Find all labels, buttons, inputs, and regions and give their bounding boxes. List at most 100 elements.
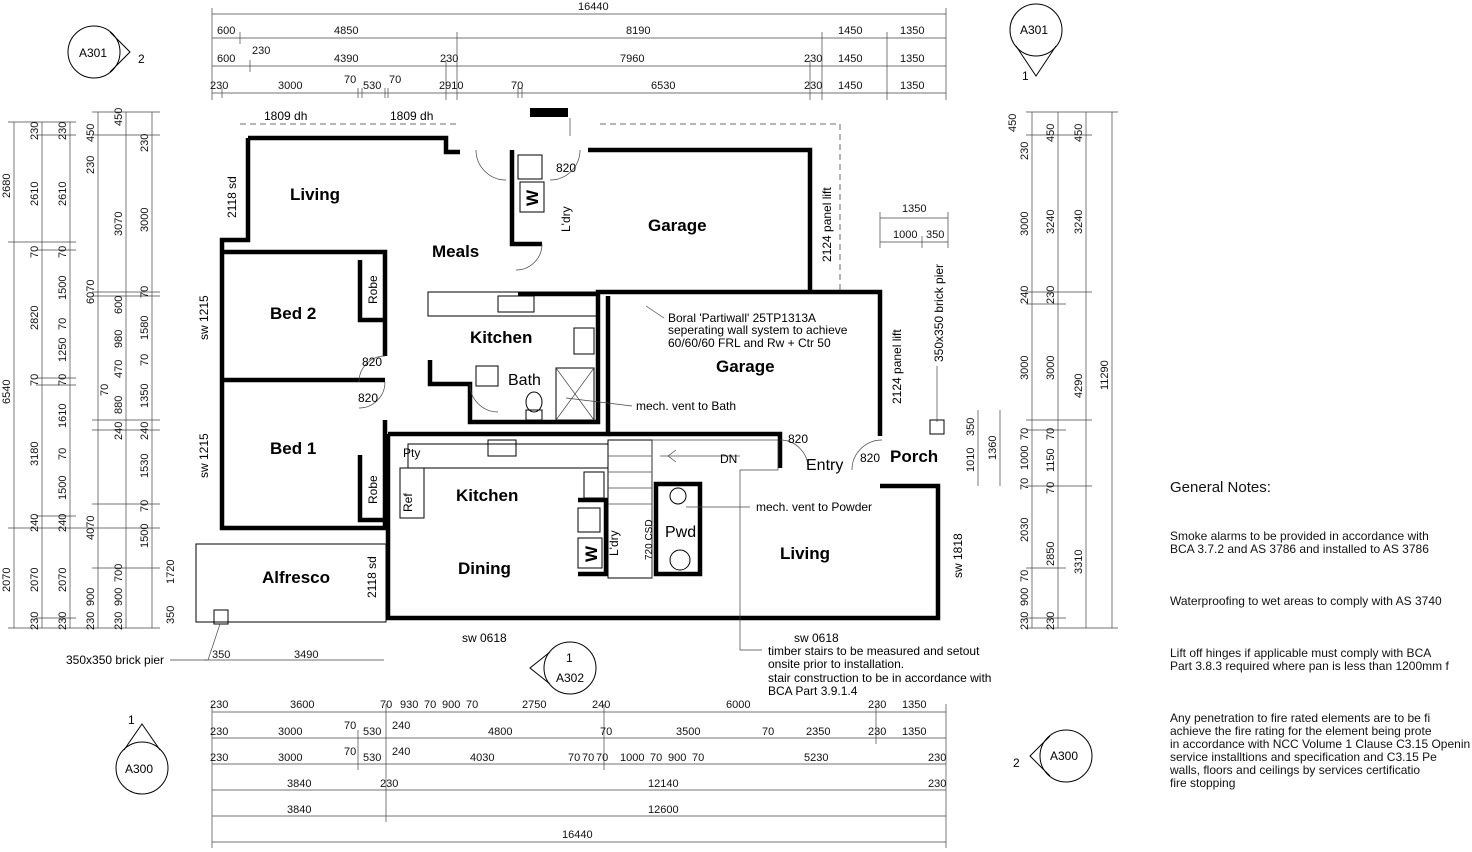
svg-text:mech. vent to Powder: mech. vent to Powder — [756, 500, 872, 514]
svg-text:1000: 1000 — [1019, 446, 1031, 470]
svg-text:onsite prior to installation.: onsite prior to installation. — [768, 657, 904, 671]
svg-text:1500: 1500 — [57, 476, 69, 500]
notes-title: General Notes: — [1170, 479, 1271, 496]
svg-text:240: 240 — [392, 720, 410, 732]
dim-top: 8190 — [626, 25, 650, 37]
svg-text:1000: 1000 — [620, 752, 644, 764]
svg-text:4800: 4800 — [488, 726, 512, 738]
dim-top: 230 — [440, 53, 458, 65]
svg-text:BCA Part 3.9.1.4: BCA Part 3.9.1.4 — [768, 684, 858, 698]
svg-text:70: 70 — [1019, 428, 1031, 440]
svg-text:350: 350 — [926, 229, 944, 241]
svg-text:240: 240 — [1019, 286, 1031, 304]
dim-top: 4390 — [334, 53, 358, 65]
svg-text:1610: 1610 — [57, 404, 69, 428]
dim-top: 230 — [804, 80, 822, 92]
svg-text:3240: 3240 — [1073, 210, 1085, 234]
dim-top: 4850 — [334, 25, 358, 37]
svg-text:3000: 3000 — [139, 208, 151, 232]
svg-text:A302: A302 — [556, 671, 584, 685]
svg-text:1350: 1350 — [139, 384, 151, 408]
svg-text:350: 350 — [965, 418, 977, 436]
label-laundry-top: L'dry — [559, 206, 573, 232]
svg-text:3490: 3490 — [294, 649, 318, 661]
section-marker-a301-left[interactable]: A301 2 — [67, 25, 145, 79]
svg-text:450: 450 — [113, 108, 125, 126]
svg-text:450: 450 — [1045, 124, 1057, 142]
svg-text:900: 900 — [668, 752, 686, 764]
svg-text:seperating wall system to achi: seperating wall system to achieve — [668, 323, 848, 337]
dim-top: 1350 — [900, 25, 924, 37]
dim-top: 1450 — [838, 80, 862, 92]
label-washer: W — [523, 189, 542, 206]
dim-top: 1350 — [900, 53, 924, 65]
svg-text:3500: 3500 — [676, 726, 700, 738]
svg-text:980: 980 — [113, 330, 125, 348]
svg-text:1360: 1360 — [987, 436, 999, 460]
svg-text:2124 panel lift: 2124 panel lift — [820, 187, 834, 262]
svg-text:1350: 1350 — [902, 203, 926, 215]
svg-text:930: 930 — [400, 699, 418, 711]
room-dining: Dining — [458, 559, 511, 578]
note-lift-off-hinges: Lift off hinges if applicable must compl… — [1170, 646, 1449, 673]
room-alfresco: Alfresco — [262, 568, 330, 587]
svg-text:230: 230 — [1045, 612, 1057, 630]
label-laundry-bottom: L'dry — [607, 530, 621, 556]
room-bath: Bath — [508, 372, 541, 389]
svg-text:3180: 3180 — [29, 442, 41, 466]
section-marker-a302[interactable]: A302 1 — [529, 641, 597, 695]
section-marker-a300-right[interactable]: A300 2 — [1013, 729, 1093, 783]
svg-text:3840: 3840 — [287, 804, 311, 816]
section-marker-a301-right[interactable]: A301 1 — [1009, 3, 1063, 83]
svg-text:350x350 brick pier: 350x350 brick pier — [932, 264, 946, 362]
svg-text:6000: 6000 — [726, 699, 750, 711]
svg-text:230: 230 — [1019, 142, 1031, 160]
svg-text:240: 240 — [113, 422, 125, 440]
room-living-top: Living — [290, 185, 340, 204]
dim-top: 1350 — [900, 80, 924, 92]
dim-top: 530 — [363, 80, 381, 92]
label-powder: Pwd — [665, 524, 696, 541]
svg-text:1010: 1010 — [965, 448, 977, 472]
svg-text:1530: 1530 — [139, 454, 151, 478]
svg-text:A301: A301 — [79, 46, 107, 60]
svg-text:230: 230 — [85, 612, 97, 630]
dim-top: 6530 — [651, 80, 675, 92]
dim-top: 2910 — [439, 80, 463, 92]
svg-text:70: 70 — [29, 246, 41, 258]
svg-text:1: 1 — [128, 713, 135, 727]
section-marker-a300-left[interactable]: A300 1 — [115, 713, 169, 795]
svg-text:2124 panel lift: 2124 panel lift — [890, 329, 904, 404]
svg-text:70: 70 — [1019, 478, 1031, 490]
svg-text:2: 2 — [1013, 756, 1020, 770]
svg-text:450: 450 — [1073, 124, 1085, 142]
dim-top: 600 — [217, 25, 235, 37]
svg-text:70: 70 — [57, 448, 69, 460]
label-washer: W — [582, 545, 601, 562]
svg-text:1000: 1000 — [893, 229, 917, 241]
svg-text:1: 1 — [566, 651, 573, 665]
svg-text:sw 1215: sw 1215 — [197, 433, 211, 478]
svg-text:350: 350 — [165, 606, 177, 624]
svg-text:60/60/60 FRL and Rw + Ctr 50: 60/60/60 FRL and Rw + Ctr 50 — [668, 336, 831, 350]
svg-text:1350: 1350 — [902, 699, 926, 711]
annotations: 1809 dh 1809 dh 2118 sd 2118 sd sw 1215 … — [66, 109, 991, 698]
svg-text:A300: A300 — [1050, 749, 1078, 763]
svg-text:70: 70 — [139, 354, 151, 366]
svg-text:A300: A300 — [125, 762, 153, 776]
svg-text:70: 70 — [424, 699, 436, 711]
svg-text:70: 70 — [57, 318, 69, 330]
svg-text:1250: 1250 — [57, 338, 69, 362]
svg-text:230: 230 — [928, 778, 946, 790]
room-entry: Entry — [806, 457, 843, 474]
svg-text:470: 470 — [113, 360, 125, 378]
svg-text:230: 230 — [57, 612, 69, 630]
dim-top: 70 — [511, 80, 523, 92]
svg-text:12600: 12600 — [648, 804, 679, 816]
svg-text:3240: 3240 — [1045, 210, 1057, 234]
svg-text:70: 70 — [1045, 428, 1057, 440]
svg-text:450: 450 — [1007, 114, 1019, 132]
svg-text:240: 240 — [392, 746, 410, 758]
svg-text:70: 70 — [650, 752, 662, 764]
